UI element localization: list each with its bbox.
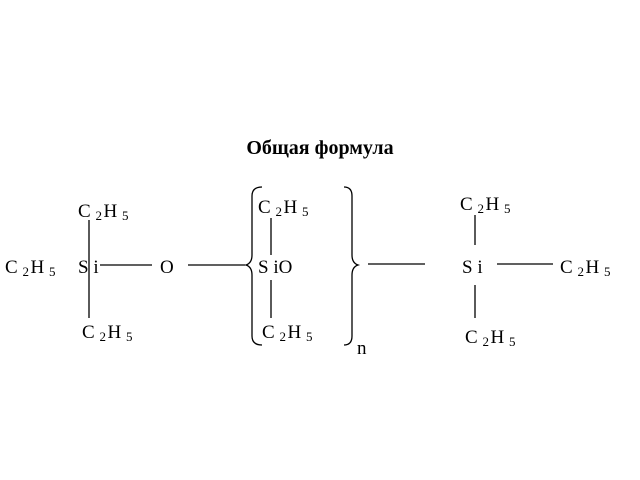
ethyl-label: C 2 H 5: [465, 327, 516, 349]
ethyl-label: C 2 H 5: [82, 322, 133, 344]
repeat-unit: C 2 H 5 S iO C 2 H 5 n: [243, 186, 425, 359]
repeat-index: n: [357, 338, 367, 359]
ethyl-label: C 2 H 5: [258, 197, 309, 219]
left-brace: [243, 186, 263, 346]
ethyl-label: C 2 H 5: [262, 322, 313, 344]
silicon-atom: S i: [462, 257, 483, 278]
ethyl-label: C 2 H 5: [560, 257, 611, 279]
right-brace: [343, 186, 361, 346]
silicon-oxygen-unit: S iO: [258, 257, 292, 278]
left-trimethylsilyl-group: C 2 H 5 C 2 H 5 S i C 2 H 5 O: [5, 201, 245, 344]
ethyl-label: C 2 H 5: [78, 201, 129, 223]
ethyl-label: C 2 H 5: [5, 257, 56, 279]
oxygen-atom: O: [160, 257, 174, 278]
right-trimethylsilyl-group: C 2 H 5 S i C 2 H 5 C 2 H 5: [460, 194, 611, 349]
silicon-atom: S i: [78, 257, 99, 278]
diagram-title: Общая формула: [246, 137, 393, 159]
ethyl-label: C 2 H 5: [460, 194, 511, 216]
